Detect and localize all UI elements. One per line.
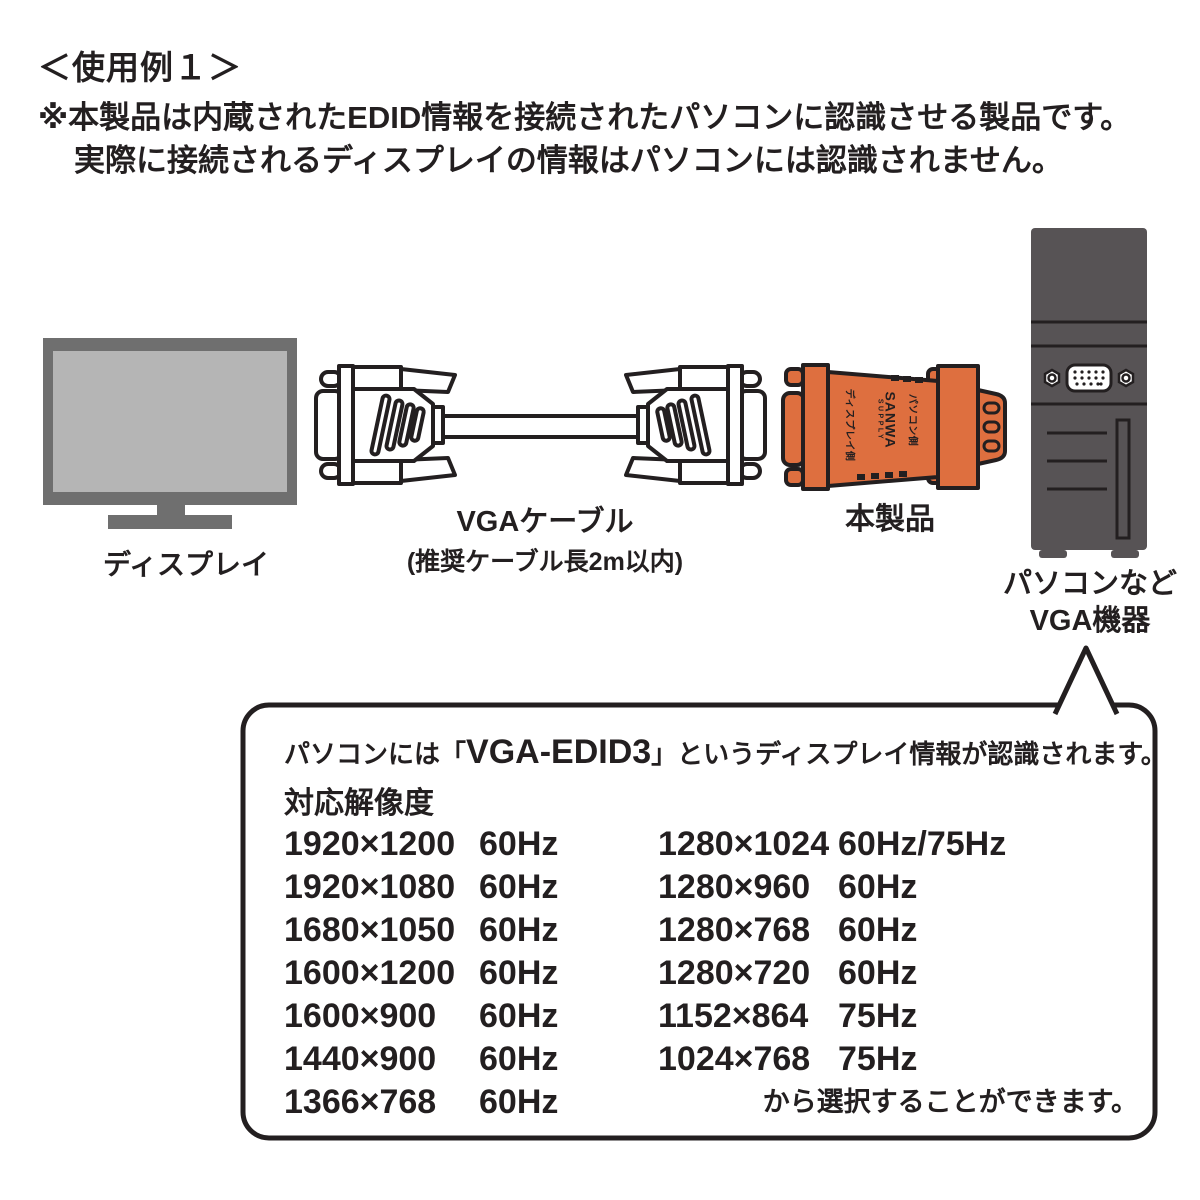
resolution-row: 1600×900 60Hz <box>284 995 558 1038</box>
tower-panel-lines <box>1031 320 1147 491</box>
page-title: ＜使用例１＞ <box>38 49 242 86</box>
refresh-value: 75Hz <box>838 1040 918 1078</box>
adapter-side-display-label: ディスプレイ側 <box>843 388 855 462</box>
pc-tower-graphic <box>1031 228 1147 558</box>
tower-slot <box>1115 418 1131 540</box>
refresh-value: 60Hz <box>479 825 559 863</box>
pc-label-line-2: VGA機器 <box>1029 605 1151 637</box>
adapter-brand-logo: SANWA SUPPLY <box>876 391 899 449</box>
resolution-value: 1152×864 <box>658 997 809 1035</box>
callout-intro-suffix: 」というディスプレイ情報が認識されます。 <box>651 739 1167 769</box>
refresh-value: 75Hz <box>838 997 918 1035</box>
tower-foot <box>1111 550 1139 558</box>
adapter-male-pins <box>982 401 1001 453</box>
resolution-list-left: 1920×1200 60Hz 1920×1080 60Hz 1680×1050 60H… <box>284 823 558 1124</box>
resolution-value: 1280×720 <box>658 954 811 992</box>
product-label: 本製品 <box>845 503 935 536</box>
vga-connector-left-icon <box>314 364 457 486</box>
pc-label-line-1: パソコンなど <box>1002 568 1177 600</box>
resolution-row: 1600×1200 60Hz <box>284 952 558 995</box>
note-line-2: 実際に接続されるディスプレイの情報はパソコンには認識されません。 <box>74 143 1063 178</box>
display-stand-base <box>108 515 232 529</box>
resolution-row: 1366×768 60Hz <box>284 1081 558 1124</box>
cable-label-line-1: VGAケーブル <box>456 506 634 538</box>
resolution-value: 1280×960 <box>658 868 811 906</box>
resolution-value: 1280×768 <box>658 911 811 949</box>
port-screw-icon <box>1043 368 1135 388</box>
callout-closing: から選択することができます。 <box>762 1087 1138 1117</box>
refresh-value: 60Hz <box>479 954 559 992</box>
refresh-value: 60Hz <box>479 997 559 1035</box>
resolution-value: 1024×768 <box>658 1040 811 1078</box>
adapter-flange-right <box>936 364 980 490</box>
callout-intro-prefix: パソコンには「 <box>284 739 467 769</box>
resolution-row: 1680×1050 60Hz <box>284 909 558 952</box>
cable-label: VGAケーブル (推奨ケーブル長2m以内) <box>380 503 710 578</box>
vga-connector-right-icon <box>624 364 767 486</box>
callout-bubble <box>240 645 1158 1141</box>
pc-label: パソコンなど VGA機器 <box>982 566 1198 640</box>
callout-subtitle: 対応解像度 <box>284 787 434 820</box>
adapter-flange-left <box>801 363 830 491</box>
display-label: ディスプレイ <box>102 549 270 580</box>
adapter-female-shell <box>781 391 806 467</box>
adapter-screw-icon <box>784 467 805 487</box>
resolution-value: 1600×900 <box>284 997 437 1035</box>
callout-tail <box>1052 645 1120 716</box>
resolution-value: 1440×900 <box>284 1040 437 1078</box>
refresh-value: 60Hz <box>838 954 918 992</box>
adapter-brand-line-2: SUPPLY <box>876 398 884 442</box>
refresh-value: 60Hz <box>479 1083 559 1121</box>
resolution-value: 1680×1050 <box>284 911 456 949</box>
adapter-side-pc-label: パソコン側 <box>906 393 918 447</box>
cable-line <box>439 414 643 439</box>
adapter-screw-icon <box>784 367 805 387</box>
refresh-value: 60Hz <box>479 1040 559 1078</box>
resolution-row: 1280×960 60Hz <box>658 866 1006 909</box>
vga-cable-graphic <box>314 364 767 486</box>
refresh-value: 60Hz <box>479 911 559 949</box>
display-screen <box>53 351 287 492</box>
refresh-value: 60Hz <box>479 868 559 906</box>
resolution-row: 1920×1080 60Hz <box>284 866 558 909</box>
resolution-row: 1440×900 60Hz <box>284 1038 558 1081</box>
cable-label-line-2: (推奨ケーブル長2m以内) <box>406 548 684 576</box>
refresh-value: 60Hz/75Hz <box>838 825 1007 863</box>
refresh-value: 60Hz <box>838 868 918 906</box>
resolution-value: 1280×1024 <box>658 825 830 863</box>
resolution-value: 1920×1080 <box>284 868 456 906</box>
callout-model-name: VGA-EDID3 <box>466 733 652 771</box>
adapter-vents <box>857 375 923 480</box>
resolution-row: 1152×864 75Hz <box>658 995 1006 1038</box>
adapter-brand-line-1: SANWA <box>882 391 899 449</box>
callout-box <box>240 702 1158 1141</box>
resolution-value: 1366×768 <box>284 1083 437 1121</box>
resolution-row: 1024×768 75Hz <box>658 1038 1006 1081</box>
display-stand-neck <box>157 505 185 516</box>
resolution-value: 1600×1200 <box>284 954 456 992</box>
resolution-value: 1920×1200 <box>284 825 456 863</box>
callout-intro: パソコンには「VGA-EDID3」というディスプレイ情報が認識されます。 <box>284 733 1167 772</box>
resolution-row: 1280×768 60Hz <box>658 909 1006 952</box>
refresh-value: 60Hz <box>838 911 918 949</box>
adapter-graphic <box>781 363 1007 491</box>
note-paragraph: ※本製品は内蔵されたEDID情報を接続されたパソコンに認識させる製品です。 実際… <box>38 96 1131 182</box>
vga-port-icon <box>1043 363 1135 393</box>
resolution-row: 1920×1200 60Hz <box>284 823 558 866</box>
note-line-1: ※本製品は内蔵されたEDID情報を接続されたパソコンに認識させる製品です。 <box>38 100 1132 135</box>
resolution-row: 1280×720 60Hz <box>658 952 1006 995</box>
display-graphic <box>43 338 297 529</box>
tower-foot <box>1039 550 1067 558</box>
